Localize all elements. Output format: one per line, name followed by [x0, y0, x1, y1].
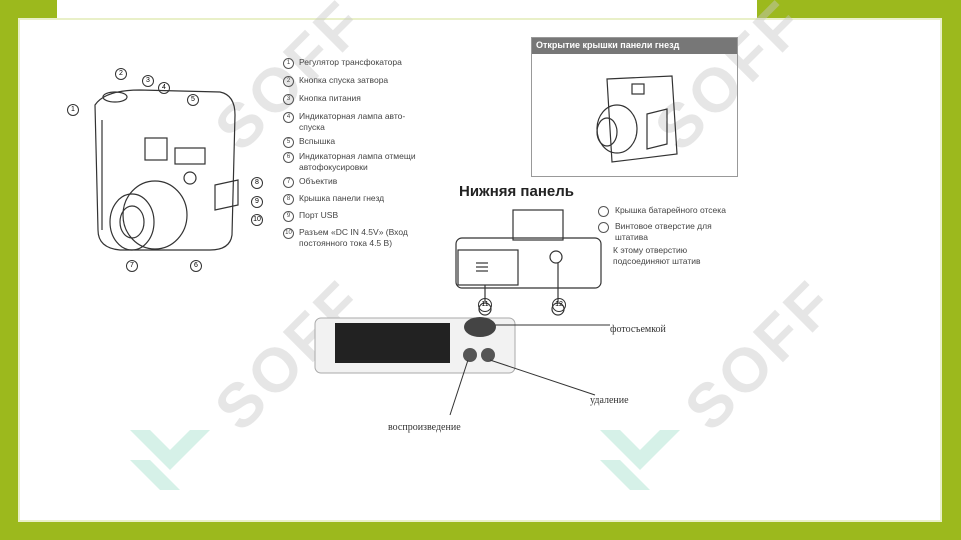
label-playback: воспроизведение [388, 422, 461, 433]
bottom-panel-title: Нижняя панель [459, 183, 574, 200]
label-shoot: фотосъемкой [610, 324, 666, 335]
bottom-legend: Крышка батарейного отсека Винтовое отвер… [598, 205, 743, 267]
callout-4: 4 [158, 82, 170, 94]
camera-open-cover-illustration [596, 75, 678, 163]
callout-3: 3 [142, 75, 154, 87]
callout-7: 7 [126, 260, 138, 272]
camera-front-illustration [94, 89, 239, 251]
callout-5: 5 [187, 94, 199, 106]
callout-11: 11 [478, 298, 492, 312]
watermark-logo-icon [130, 430, 210, 490]
camera-bottom-illustration [455, 209, 602, 316]
callout-2: 2 [115, 68, 127, 80]
legend-item: Крышка батарейного отсека [598, 205, 743, 217]
callout-6: 6 [190, 260, 202, 272]
slide-top-strip [57, 0, 757, 20]
callout-10: 10 [251, 214, 263, 226]
watermark-logo-icon [600, 430, 680, 490]
callout-12: 12 [552, 298, 566, 312]
open-cover-box: Открытие крышки панели гнезд [531, 37, 738, 177]
open-cover-header: Открытие крышки панели гнезд [532, 38, 737, 54]
legend-item: Винтовое отверстие для штатива [598, 221, 743, 243]
camera-back-illustration [314, 317, 610, 416]
callout-8: 8 [251, 177, 263, 189]
callout-1: 1 [67, 104, 79, 116]
label-delete: удаление [590, 395, 629, 406]
slide [18, 18, 942, 522]
legend-item: К этому отверстию подсоединяют штатив [613, 245, 701, 266]
callout-9: 9 [251, 196, 263, 208]
